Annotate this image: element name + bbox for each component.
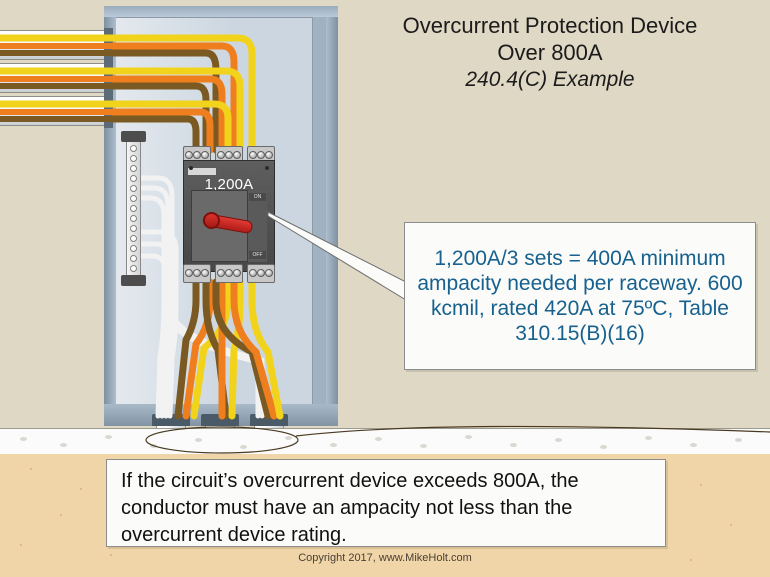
breaker-load-terminal-3 [247, 264, 275, 283]
bus-bracket-bottom [121, 275, 146, 286]
conduit-hub-2 [104, 61, 113, 95]
panel-top-rail [104, 6, 338, 17]
bus-bracket-top [121, 131, 146, 142]
bottom-conduit-hub-1 [152, 414, 190, 426]
breaker-off-label: OFF [249, 251, 266, 259]
left-conduit-2 [0, 63, 108, 93]
breaker-nameplate-label [187, 167, 217, 176]
callout-box: 1,200A/3 sets = 400A minimum ampacity ne… [404, 222, 756, 370]
title-line-2: Over 800A [497, 40, 603, 65]
conduit-hub-3 [104, 94, 113, 128]
note-box: If the circuit’s overcurrent device exce… [106, 459, 666, 547]
title-line-3: 240.4(C) Example [465, 68, 635, 91]
breaker-load-terminal-1 [183, 264, 211, 283]
title-line-1: Overcurrent Protection Device [402, 13, 698, 38]
bottom-conduit-hub-2 [201, 414, 239, 426]
note-text: If the circuit’s overcurrent device exce… [121, 470, 579, 546]
breaker-rating-label: 1,200A [204, 176, 254, 193]
copyright-text: Copyright 2017, www.MikeHolt.com [298, 552, 472, 564]
page-title: Overcurrent Protection Device Over 800A … [340, 12, 760, 94]
bottom-conduit-hub-3 [250, 414, 288, 426]
conduit-hub-1 [104, 28, 113, 62]
callout-text: 1,200A/3 sets = 400A minimum ampacity ne… [417, 247, 743, 345]
breaker-handle-pivot[interactable] [203, 212, 220, 229]
breaker-on-label: ON [249, 193, 266, 201]
panel-right-rail [326, 6, 338, 426]
left-conduit-3 [0, 96, 108, 126]
concrete-slab [0, 428, 770, 456]
breaker-load-terminal-2 [215, 264, 243, 283]
left-conduit-1 [0, 30, 108, 60]
